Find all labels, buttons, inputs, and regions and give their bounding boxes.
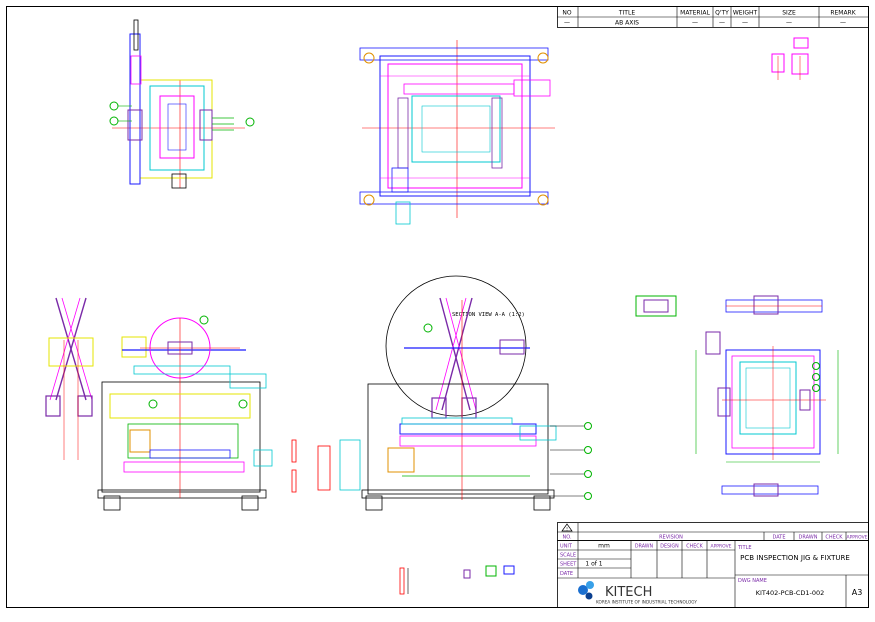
company-name: KITECH (605, 585, 652, 600)
sheet-border (6, 6, 869, 608)
pl-cell-no: — (564, 20, 570, 27)
unit-label: UNIT (560, 544, 573, 550)
left-front-elevation (45, 297, 297, 511)
top-center-plan-view (359, 40, 555, 225)
center-section-view: SECTION VIEW A-A (1:2) (317, 275, 592, 511)
pl-cell-material: — (692, 20, 698, 27)
pl-header-title: TITLE (618, 10, 635, 17)
rev-header-approve: APPROVE (846, 535, 867, 541)
right-side-views (635, 295, 839, 497)
sign-header-check: CHECK (686, 544, 703, 550)
top-left-plan-view (109, 19, 255, 189)
rev-header-drawn: DRAWN (799, 535, 818, 541)
revision-triangle-icon (561, 523, 573, 532)
sign-header-design: DESIGN (660, 544, 679, 550)
pl-cell-remark: — (840, 20, 846, 27)
pl-cell-size: — (786, 20, 792, 27)
pl-header-size: SIZE (782, 10, 796, 17)
sheet-value: 1 of 1 (585, 561, 602, 568)
rev-header-check: CHECK (825, 535, 843, 541)
title-block: ! NO. REVISION DATE DRAWN CHECK APPROVE … (557, 522, 869, 608)
rev-header-date: DATE (772, 535, 785, 541)
pl-header-material: MATERIAL (680, 10, 710, 17)
date-label: DATE (560, 571, 573, 577)
company-full-name: KOREA INSTITUTE OF INDUSTRIAL TECHNOLOGY (596, 600, 697, 605)
dwg-name-label: DWG NAME (738, 578, 767, 584)
pl-header-weight: WEIGHT (733, 10, 758, 17)
bottom-detail-parts (399, 565, 515, 595)
pl-header-qty: Q'TY (715, 10, 729, 17)
sheet-label: SHEET (560, 562, 577, 568)
scale-label: SCALE (560, 553, 576, 559)
sign-header-approve: APPROVE (710, 544, 731, 550)
title-label: TITLE (737, 545, 752, 551)
sign-header-drawn: DRAWN (635, 544, 654, 550)
pl-cell-qty: — (719, 20, 725, 27)
sheet-size: A3 (852, 588, 863, 597)
title-value: PCB INSPECTION JIG & FIXTURE (740, 554, 850, 562)
pl-cell-title: AB AXIS (615, 20, 639, 27)
top-right-detail-parts (771, 37, 809, 80)
rev-header-revision: REVISION (659, 535, 683, 541)
pl-cell-weight: — (742, 20, 748, 27)
dwg-name-value: KIT402-PCB-CD1-002 (756, 589, 825, 597)
rev-header-no: NO. (562, 535, 571, 541)
unit-value: mm (598, 543, 610, 550)
kitech-logo-icon (578, 581, 594, 600)
revision-marker: ! (566, 527, 568, 533)
pl-header-remark: REMARK (830, 10, 856, 17)
section-view-label: SECTION VIEW A-A (1:2) (452, 312, 525, 318)
pl-header-no: NO (562, 10, 571, 17)
parts-list-table: NO TITLE MATERIAL Q'TY WEIGHT SIZE REMAR… (557, 6, 869, 28)
